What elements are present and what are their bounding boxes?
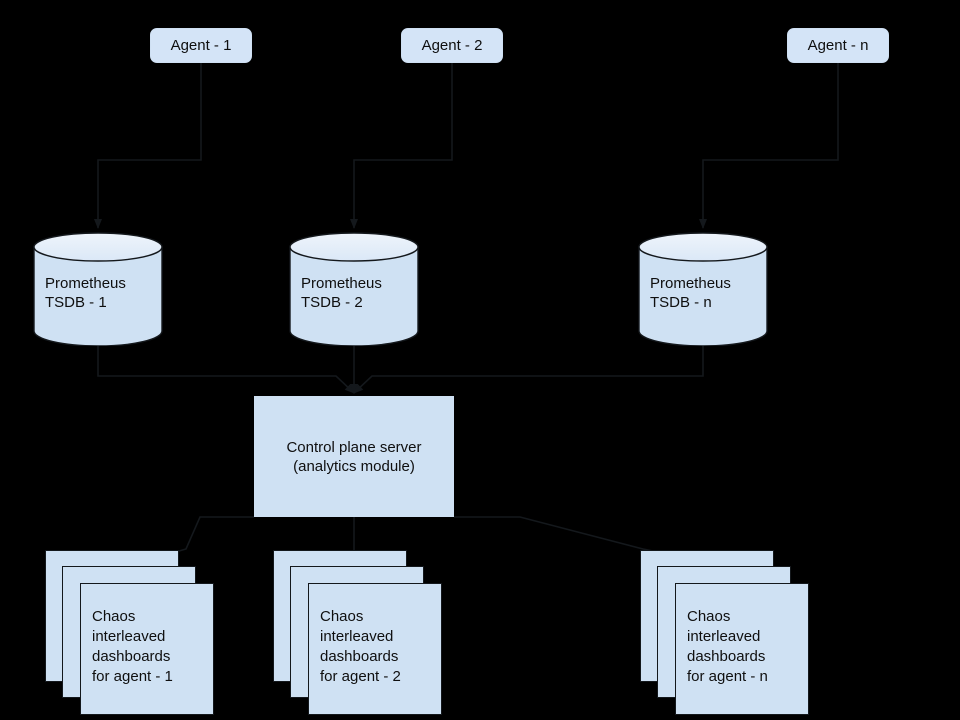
- agent-box-1[interactable]: Agent - 1: [150, 28, 252, 63]
- agent-label: Agent - 1: [170, 36, 232, 54]
- edge-agent-2-to-tsdb-2: [350, 63, 453, 229]
- dashboard-stack-1[interactable]: Chaos interleaved dashboards for agent -…: [45, 550, 214, 715]
- edge-tsdb-1-to-server: [97, 346, 355, 394]
- agent-label: Agent - n: [807, 36, 869, 54]
- cylinder-shape-icon: [638, 232, 768, 346]
- dashboard-sheet-front: [308, 583, 442, 715]
- dashboard-stack-n[interactable]: Chaos interleaved dashboards for agent -…: [640, 550, 809, 715]
- dashboard-sheet-front: [80, 583, 214, 715]
- control-plane-server-box[interactable]: Control plane server (analytics module): [254, 396, 454, 517]
- cylinder-shape-icon: [289, 232, 419, 346]
- agent-box-2[interactable]: Agent - 2: [401, 28, 503, 63]
- control-plane-server-label: Control plane server (analytics module): [286, 438, 422, 475]
- database-cylinder-2[interactable]: Prometheus TSDB - 2: [289, 232, 419, 346]
- agent-label: Agent - 2: [421, 36, 483, 54]
- edge-agent-n-to-tsdb-n: [699, 63, 839, 229]
- agent-box-n[interactable]: Agent - n: [787, 28, 889, 63]
- edge-agent-1-to-tsdb-1: [94, 63, 202, 229]
- dashboard-stack-2[interactable]: Chaos interleaved dashboards for agent -…: [273, 550, 442, 715]
- cylinder-shape-icon: [33, 232, 163, 346]
- database-cylinder-n[interactable]: Prometheus TSDB - n: [638, 232, 768, 346]
- dashboard-sheet-front: [675, 583, 809, 715]
- database-cylinder-1[interactable]: Prometheus TSDB - 1: [33, 232, 163, 346]
- edge-tsdb-n-to-server: [353, 346, 704, 394]
